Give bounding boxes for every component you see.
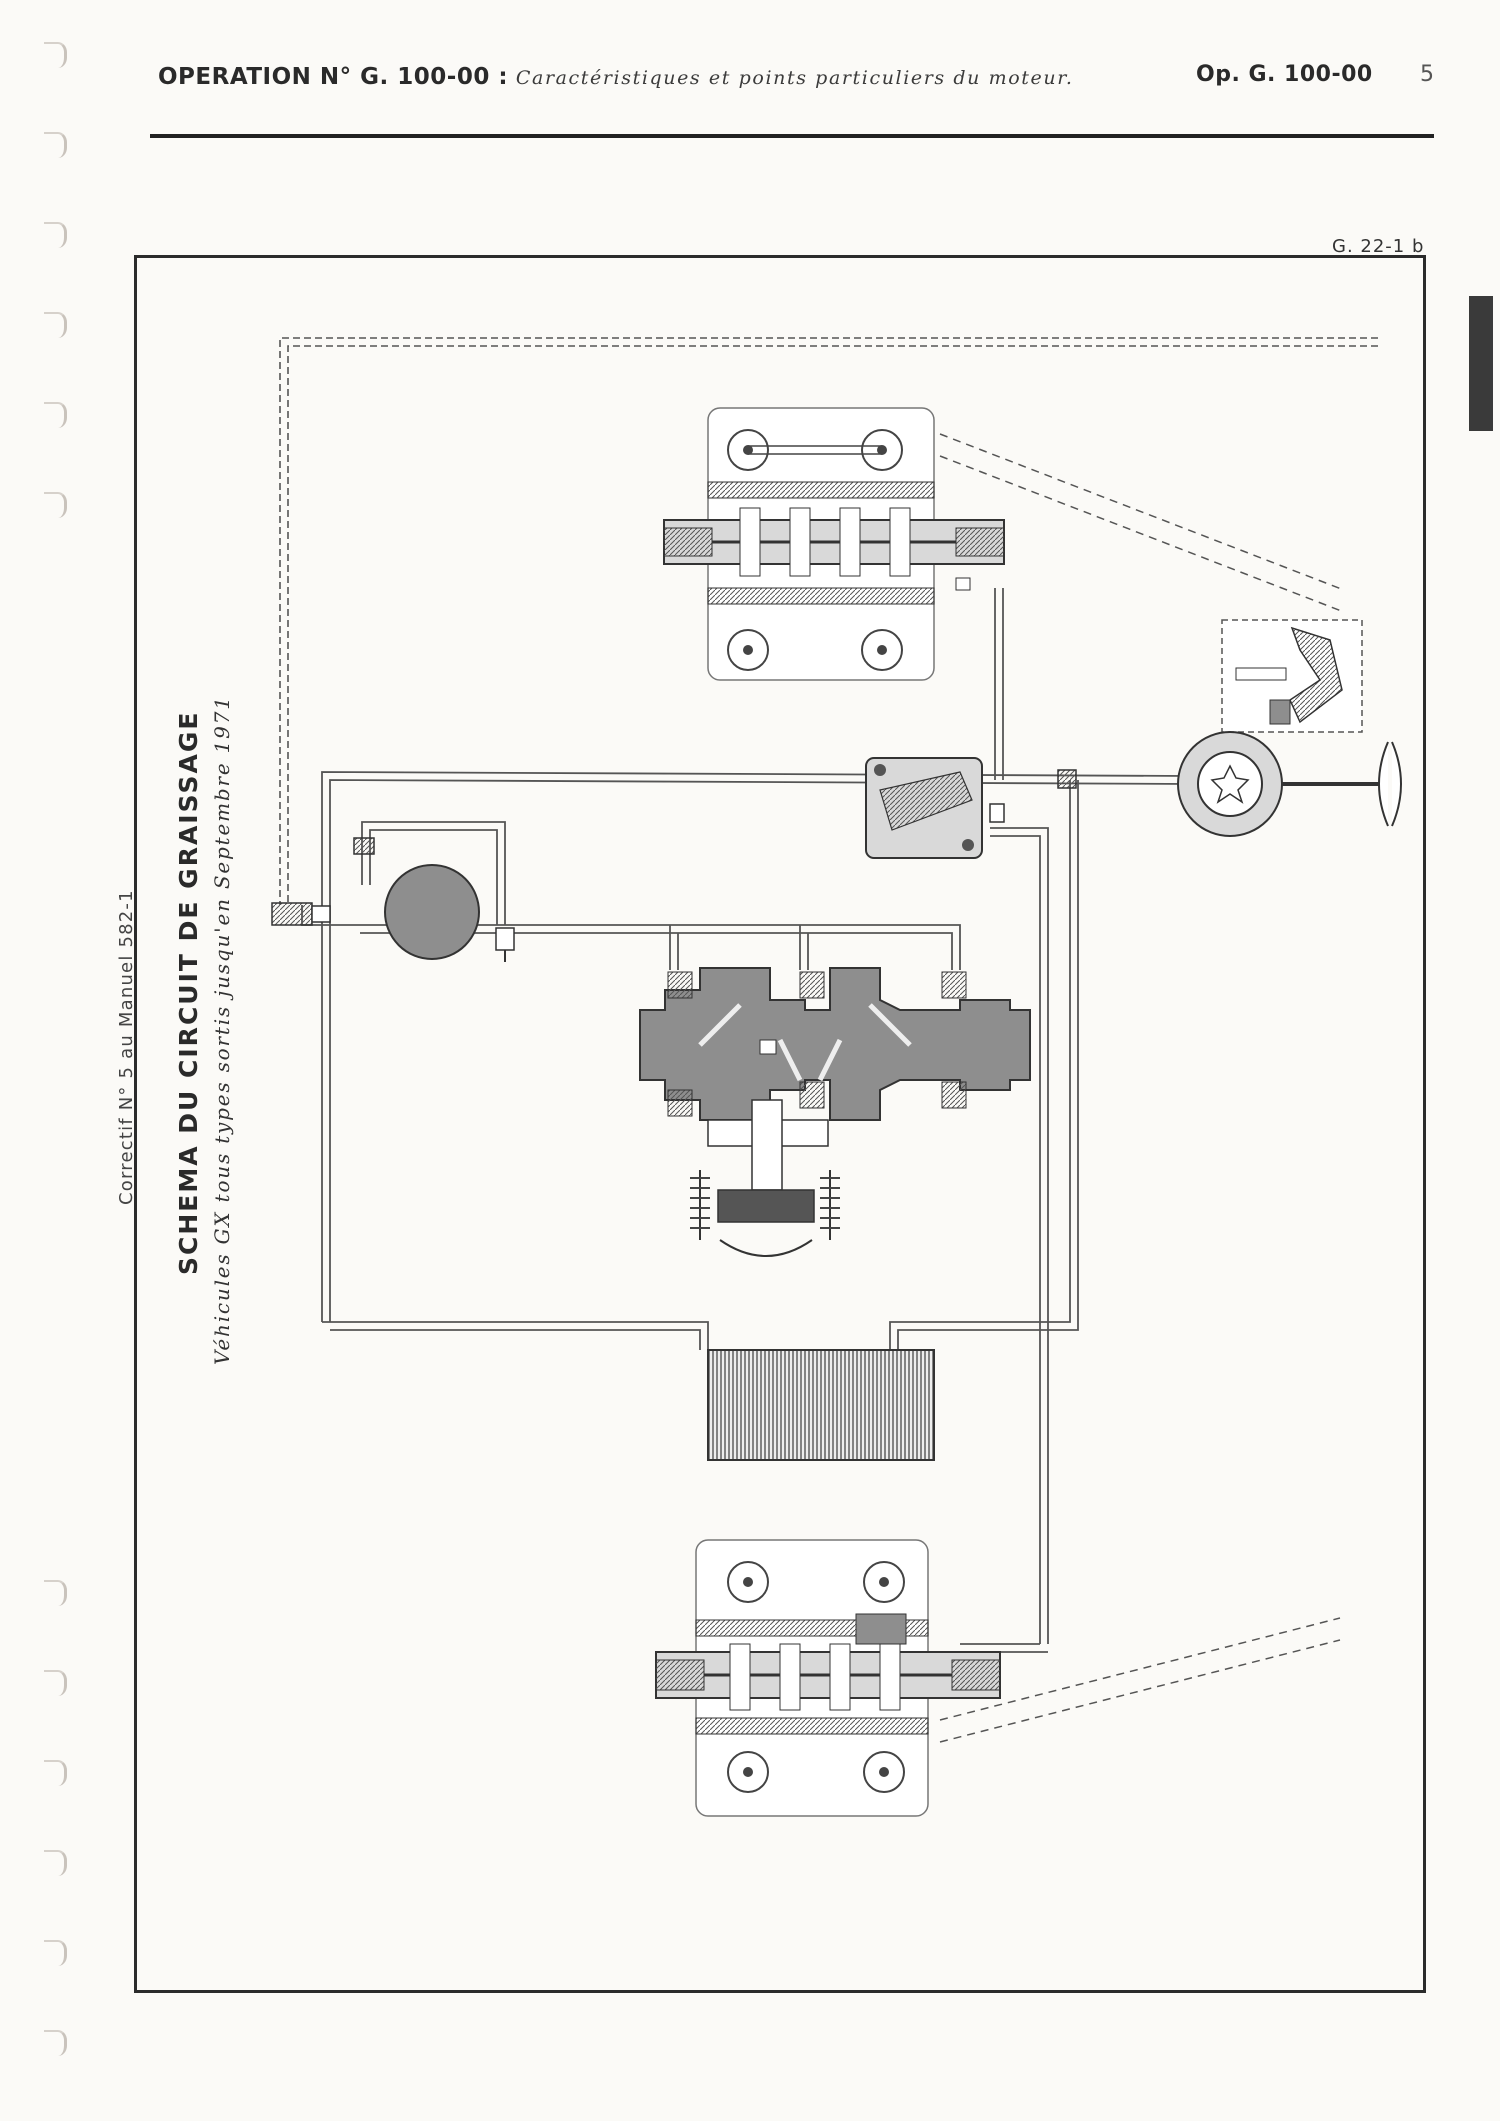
- section-tab-marker: [1469, 296, 1493, 431]
- oil-cooler: [707, 1349, 935, 1461]
- operation-title: Caractéristiques et points particuliers …: [515, 67, 1074, 89]
- header-rule: [150, 134, 1434, 138]
- binder-hole: [44, 312, 67, 338]
- camshaft-assembly-bottom: [655, 1539, 1001, 1817]
- binder-hole: [44, 1760, 67, 1786]
- injector-detail: [1221, 619, 1363, 733]
- operation-reference: Op. G. 100-00: [1196, 62, 1373, 87]
- binder-hole: [44, 1580, 67, 1606]
- binder-hole: [44, 132, 67, 158]
- binder-hole: [44, 222, 67, 248]
- binder-hole: [44, 492, 67, 518]
- figure-reference: G. 22-1 b: [1332, 236, 1425, 257]
- pressure-switch: [1057, 769, 1077, 789]
- binder-hole: [44, 402, 67, 428]
- oil-filter-housing: [865, 757, 1005, 859]
- binder-hole: [44, 1850, 67, 1876]
- crankshaft: [639, 967, 1031, 1121]
- return-line-dashed: [279, 337, 1378, 905]
- page-header-title: OPERATION N° G. 100-00 : Caractéristique…: [158, 64, 1073, 90]
- binder-hole: [44, 2030, 67, 2056]
- page-number: 5: [1420, 62, 1434, 87]
- oil-pump: [384, 864, 515, 962]
- piston-cylinder: [690, 1099, 840, 1257]
- pressure-relief-valve: [353, 837, 375, 855]
- binder-hole: [44, 1670, 67, 1696]
- binder-hole: [44, 42, 67, 68]
- camshaft-assembly-top: [663, 407, 1005, 681]
- centrifugal-oil-filter: [1177, 731, 1402, 837]
- oil-strainer: [271, 902, 331, 926]
- leader-lines: [939, 433, 1345, 1743]
- operation-label: OPERATION N° G. 100-00 :: [158, 64, 509, 90]
- figure-frame: [134, 255, 1426, 1993]
- binder-hole: [44, 1940, 67, 1966]
